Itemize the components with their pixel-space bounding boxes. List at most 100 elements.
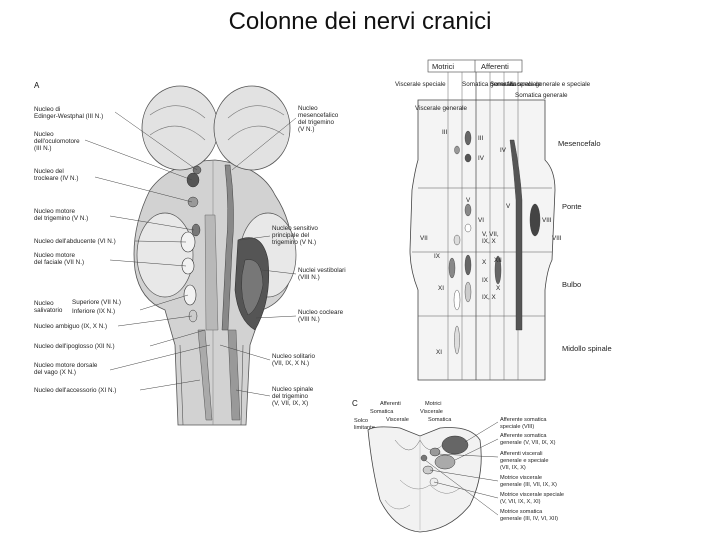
label-c-13: generale (III, IV, VI, XII) [500,516,558,522]
label-mesencephalic-1: Nucleo [298,105,318,112]
label-abducens: Nucleo dell'abducente (VI N.) [34,238,116,245]
nerve-label: IV [478,155,485,162]
label-salivatory-1: Nucleo [34,300,54,307]
nerve-label: X [496,285,501,292]
header-c-limitante: limitante [354,425,375,431]
label-oculomotor-2: dell'oculomotore [34,138,80,145]
panel-a-left-leaders [84,111,211,391]
label-vagus-dorsal-2: del vago (X N.) [34,369,76,376]
label-c-6: generale e speciale [500,458,549,464]
label-principal-sensory-2: principale del [272,232,309,239]
label-mesencephalic-4: (V N.) [298,126,314,133]
label-trochlear-1: Nucleo del [34,168,64,175]
nerve-label: V, VII, [482,231,499,238]
nerve-label: III [478,135,483,142]
label-c-10: Motrice viscerale speciale [500,492,564,498]
nerve-label: XII [494,257,502,264]
nerve-label: VIII [552,235,562,242]
label-principal-sensory-1: Nucleo sensitivo [272,225,318,232]
header-motrici: Motrici [432,62,454,71]
label-c-4: generale (V, VII, IX, X) [500,440,556,446]
label-spinal-trigeminal-2: del trigemino [272,393,309,400]
label-ambiguus: Nucleo ambiguo (IX, X N.) [34,323,107,330]
col-somatica-speciale: Somatica speciale [490,81,542,88]
panel-a-left-labels: Nucleo di Edinger-Westphal (III N.) Nucl… [34,106,121,394]
medulla-cross-section [367,426,482,533]
label-hypoglossal: Nucleo dell'ipoglosso (XII N.) [34,343,115,350]
column-diagram [409,59,556,381]
panel-a-letter: A [34,81,40,90]
label-vestibular-1: Nuclei vestibolari [298,267,346,274]
panel-c-letter: C [352,399,358,408]
page-title: Colonne dei nervi cranici [228,8,492,35]
col-somatica-generale-1: Somatica generale [462,81,515,88]
brainstem-illustration [133,85,297,426]
panel-c-leaders [424,421,499,516]
nerve-label: VI [478,217,484,224]
label-edinger-2: Edinger-Westphal (III N.) [34,113,103,120]
label-c-7: (VII, IX, X) [500,465,526,471]
panel-b-nerve-labels: III III IV IV V V VI VII V, VII, IX, X V… [420,129,562,356]
col-viscerale-gen-spec: Viscerale generale e speciale [508,81,591,88]
label-mesencephalic-2: mesencefalico [298,112,339,119]
header-c-motrici: Motrici [425,401,441,407]
nerve-label: V [466,197,471,204]
label-edinger-1: Nucleo di [34,106,60,113]
col-viscerale-speciale: Viscerale speciale [395,81,446,88]
label-c-9: generale (III, VII, IX, X) [500,482,557,488]
nerve-label: III [442,129,447,136]
label-principal-sensory-3: trigemino (V N.) [272,239,316,246]
label-vestibular-2: (VIII N.) [298,274,320,281]
panel-a-right-leaders [219,117,297,397]
label-facial-motor-1: Nucleo motore [34,252,75,259]
label-c-8: Motrice viscerale [500,475,542,481]
nerve-label: XI [438,285,444,292]
label-vagus-dorsal-1: Nucleo motore dorsale [34,362,98,369]
nerve-label: IX [482,277,489,284]
nerve-label: IV [500,147,507,154]
label-spinal-trigeminal-3: (V, VII, IX, X) [272,400,308,407]
label-salivatory-inf: Inferiore (IX N.) [72,308,115,315]
header-c-solco: Solco [354,418,368,424]
region-midollo-spinale: Midollo spinale [562,344,612,353]
panel-a-right-labels: Nucleo mesencefalico del trigemino (V N.… [272,105,346,407]
label-c-11: (V, VII, IX, X, XI) [500,499,541,505]
label-salivatory-sup: Superiore (VII N.) [72,299,121,306]
label-spinal-trigeminal-1: Nucleo spinale [272,386,314,393]
header-c-somatica: Somatica [370,409,394,415]
header-afferenti: Afferenti [481,62,509,71]
label-cochlear-2: (VIII N.) [298,316,320,323]
label-salivatory-2: salivatorio [34,307,63,314]
header-c-viscerale: Viscerale [420,409,443,415]
nerve-label: IX [434,253,441,260]
label-c-5: Afferenti viscerali [500,451,543,457]
nerve-label: IX, X [482,238,496,245]
panel-c-right-labels: Afferente somatica speciale (VIII) Affer… [500,417,564,522]
region-bulbo: Bulbo [562,280,581,289]
label-c-12: Motrice somatica [500,509,543,515]
label-facial-motor-2: del faciale (VII N.) [34,259,84,266]
header-c-viscerale-2: Viscerale [386,417,409,423]
header-c-afferenti: Afferenti [380,401,401,407]
label-c-3: Afferente somatica [500,433,547,439]
panel-c-headers: Afferenti Somatica Motrici Viscerale Sol… [354,401,452,431]
header-c-somatica-2: Somatica [428,417,452,423]
nerve-label: IX, X [482,294,496,301]
label-oculomotor-1: Nucleo [34,131,54,138]
label-trigeminal-motor-2: del trigemino (V N.) [34,215,88,222]
region-ponte: Ponte [562,202,582,211]
col-somatica-generale-2: Somatica generale [515,92,568,99]
label-c-2: speciale (VIII) [500,424,534,430]
label-mesencephalic-3: del trigemino [298,119,335,126]
col-viscerale-generale: Viscerale generale [415,105,468,112]
label-solitary-1: Nucleo solitario [272,353,316,360]
nerve-label: X [482,259,487,266]
label-oculomotor-3: (III N.) [34,145,52,152]
nerve-label: VII [420,235,428,242]
label-c-1: Afferente somatica [500,417,547,423]
region-mesencefalo: Mesencefalo [558,139,601,148]
label-accessory: Nucleo dell'accessorio (XI N.) [34,387,116,394]
nerve-label: XI [436,349,442,356]
label-trochlear-2: trocleare (IV N.) [34,175,78,182]
